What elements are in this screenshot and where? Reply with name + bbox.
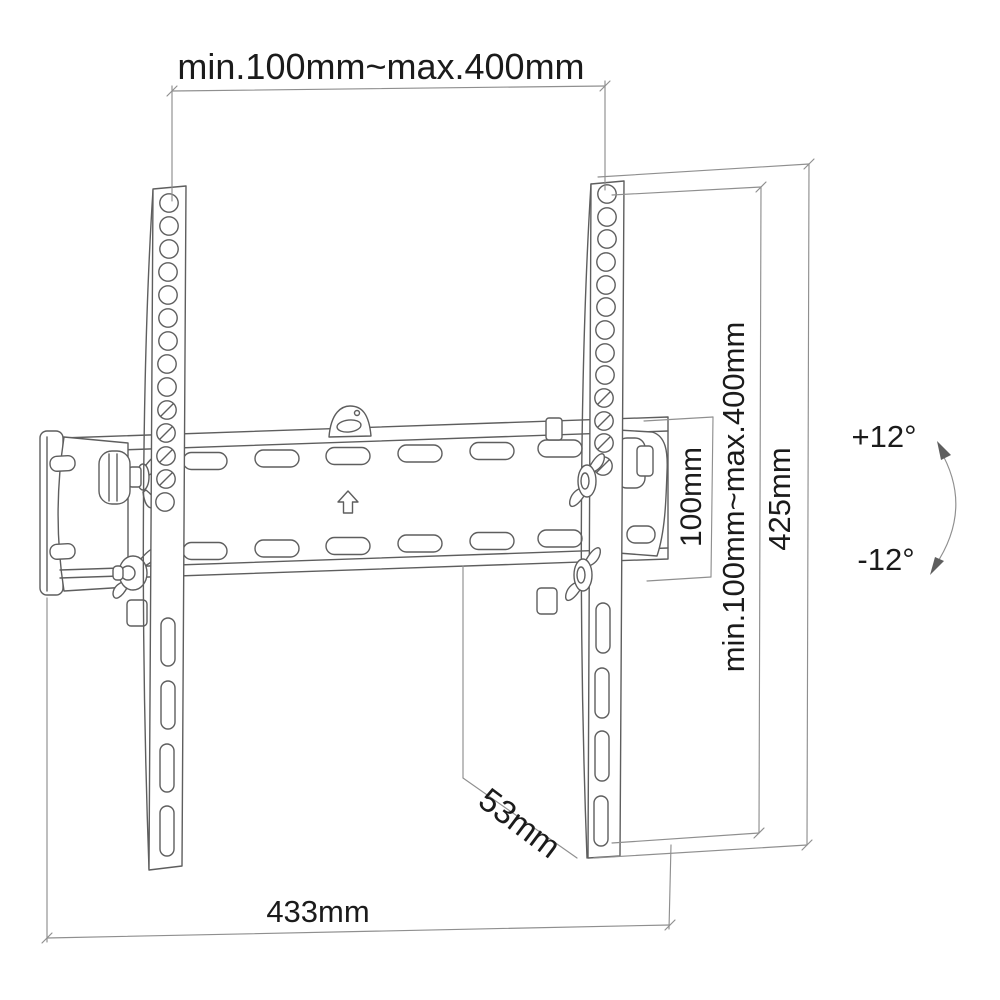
dim-depth: 53mm (462, 565, 578, 865)
dim-plate-height-label: 100mm (675, 447, 708, 547)
right-rail-holes (593, 184, 617, 476)
right-wing-nuts (536, 417, 605, 615)
lower-wing-bolt-left (59, 547, 157, 627)
left-rail-holes (155, 193, 179, 512)
tilt-down-label: -12° (857, 542, 914, 577)
up-arrow-icon (337, 490, 359, 514)
dim-right-outer-label: 425mm (762, 447, 797, 550)
dim-right-outer-height: 425mm (593, 158, 815, 859)
left-end-plate (39, 430, 129, 596)
dim-top-label: min.100mm~max.400mm (177, 46, 584, 87)
dim-bottom-width: 433mm (41, 597, 676, 944)
wall-plate-bar (61, 405, 669, 581)
tilt-tension-knob (98, 450, 163, 509)
dim-top-span: min.100mm~max.400mm (166, 46, 611, 202)
dim-depth-label: 53mm (472, 780, 567, 865)
left-vesa-rail (142, 185, 187, 871)
dim-bottom-label: 433mm (266, 894, 369, 929)
dim-right-inner-label: min.100mm~max.400mm (716, 322, 751, 673)
tilt-up-label: +12° (852, 419, 917, 454)
dim-right-inner-span: min.100mm~max.400mm (611, 181, 767, 844)
level-tab-icon (328, 405, 372, 438)
right-end-plate (616, 429, 668, 557)
dim-plate-height: 100mm (643, 416, 714, 582)
dim-tilt-range: +12° -12° (852, 419, 957, 577)
